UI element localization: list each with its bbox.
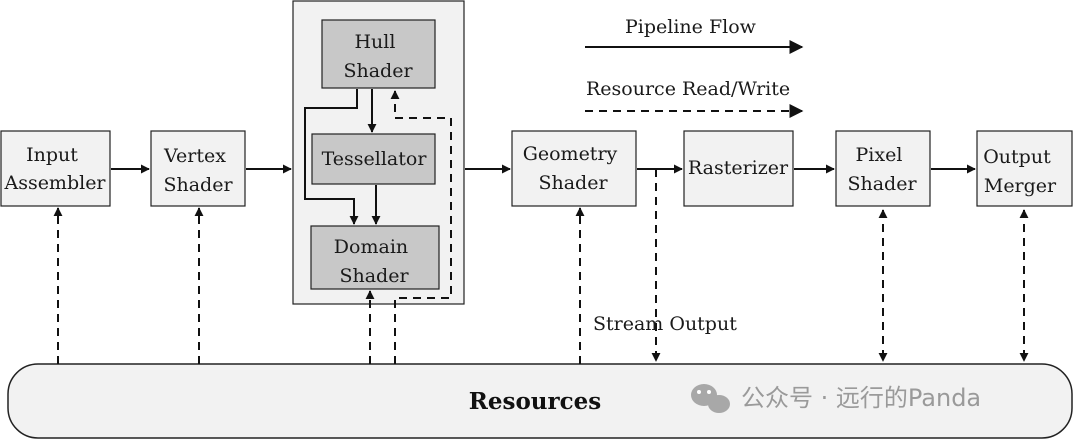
output-merger-box <box>976 130 1073 207</box>
geometry-shader-box <box>511 130 637 207</box>
legend-resource-rw-label: Resource Read/Write <box>586 78 790 100</box>
hull-shader-box <box>321 19 436 89</box>
rw-arrow-hs <box>390 90 452 364</box>
input-assembler-box <box>0 130 111 207</box>
domain-shader-box <box>310 225 440 290</box>
wechat-icon <box>691 384 730 413</box>
hull-shader-label: Hull Shader <box>343 31 413 82</box>
resources-bar <box>7 363 1073 439</box>
geometry-shader-label: Geometry Shader <box>523 143 624 194</box>
resources-label: Resources <box>469 388 601 415</box>
input-assembler-label: Input Assembler <box>3 144 106 194</box>
pixel-shader-label: Pixel Shader <box>847 144 917 195</box>
rasterizer-label: Rasterizer <box>688 157 789 179</box>
legend-pipeline-flow-label: Pipeline Flow <box>625 16 757 38</box>
domain-shader-label: Domain Shader <box>334 236 414 287</box>
output-merger-label: Output Merger <box>983 146 1057 197</box>
vertex-shader-label: Vertex Shader <box>163 145 233 196</box>
stream-output-label: Stream Output <box>593 313 737 335</box>
tessellator-label: Tessellator <box>322 148 428 170</box>
flow-arrow-hs-ds-bypass <box>304 89 359 225</box>
watermark-text: 公众号 · 远行的Panda <box>741 384 981 412</box>
vertex-shader-box <box>150 130 246 207</box>
pixel-shader-box <box>835 130 931 207</box>
rasterizer-box <box>683 130 794 207</box>
tessellator-box <box>311 133 436 185</box>
